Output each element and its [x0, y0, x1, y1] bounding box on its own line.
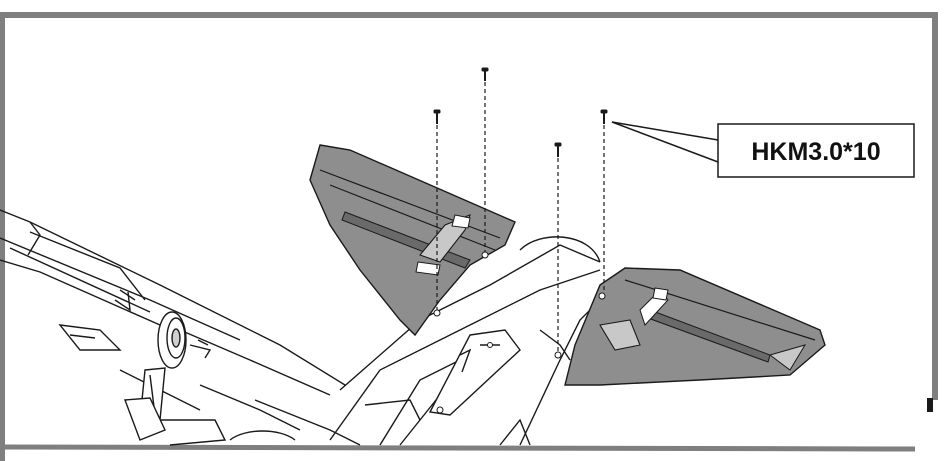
fuselage: [229, 236, 611, 446]
landing-gear-wheel-icon: [124, 311, 227, 446]
outer-frame-bottom: [1, 444, 916, 452]
main-wing: [0, 209, 361, 446]
screw-icon: [433, 109, 441, 124]
left-stabilizer: [309, 144, 516, 337]
outer-frame: [0, 12, 938, 461]
right-stabilizer: [564, 267, 826, 386]
screw-guides: [436, 82, 605, 352]
edge-mark: [927, 398, 933, 412]
screw-icon: [554, 142, 562, 157]
screw-icon: [481, 67, 489, 81]
callout-label: HKM3.0*10: [751, 138, 880, 166]
callout-pointer: [611, 121, 719, 163]
screw-icon: [600, 109, 608, 124]
callout-box: [717, 123, 915, 178]
